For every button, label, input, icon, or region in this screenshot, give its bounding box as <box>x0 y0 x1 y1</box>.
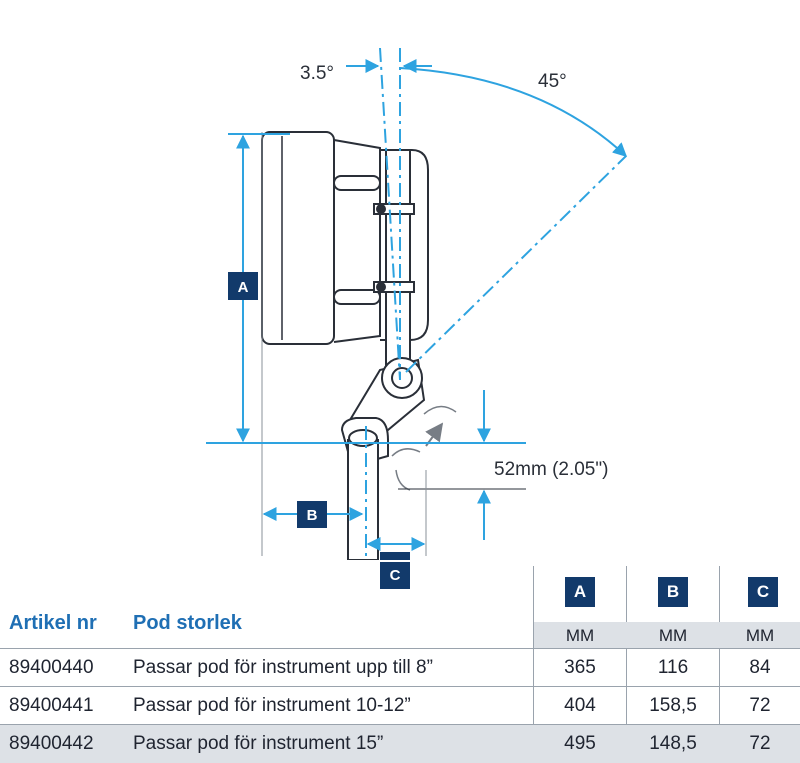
unit-band <box>534 622 800 648</box>
column-divider <box>719 566 720 761</box>
unit-cell-c: MM <box>745 626 775 645</box>
article-number: 89400442 <box>9 733 94 754</box>
article-number: 89400440 <box>9 657 94 678</box>
column-header-description: Pod storlek <box>133 612 242 634</box>
dimension-c <box>365 426 427 556</box>
column-header-b: B <box>658 577 688 607</box>
pod-description: Passar pod för instrument 10-12” <box>133 695 411 716</box>
table-row: 89400440 Passar pod för instrument upp t… <box>0 649 800 687</box>
dimension-height-offset <box>398 390 526 540</box>
row-divider <box>0 686 800 687</box>
value-c: 72 <box>749 733 771 754</box>
table-row: 89400441 Passar pod för instrument 10-12… <box>0 687 800 725</box>
column-divider <box>626 566 627 761</box>
value-c: 84 <box>749 657 771 678</box>
spec-table: A B C Artikel nr Pod storlek MM MM MM 89… <box>0 560 800 763</box>
value-a: 495 <box>564 733 596 754</box>
dimension-c-letter: C <box>389 567 401 584</box>
article-number: 89400441 <box>9 695 94 716</box>
dimension-c-badge <box>380 552 410 560</box>
unit-cell-b: MM <box>658 626 688 645</box>
dimension-b-badge: B <box>297 501 327 528</box>
row-divider <box>0 724 800 725</box>
value-b: 158,5 <box>649 695 697 716</box>
pod-description: Passar pod för instrument upp till 8” <box>133 657 433 678</box>
value-b: 116 <box>657 657 689 678</box>
swivel-arm <box>340 357 457 560</box>
tilt-angle-label: 3.5° <box>300 63 334 84</box>
dimension-a-badge: A <box>228 272 258 300</box>
pod-description: Passar pod för instrument 15” <box>133 733 384 754</box>
height-offset-label: 52mm (2.05") <box>494 459 608 480</box>
mount-dimension-drawing: 3.5° 45° 52mm (2.05") A B <box>206 47 628 560</box>
value-a: 404 <box>564 695 596 716</box>
dimension-a-letter: A <box>238 279 249 296</box>
value-b: 148,5 <box>649 733 697 754</box>
column-header-c: C <box>748 577 778 607</box>
column-divider <box>533 566 534 761</box>
column-header-a: A <box>565 577 595 607</box>
table-row: 89400442 Passar pod för instrument 15” 4… <box>0 725 800 763</box>
value-c: 72 <box>749 695 771 716</box>
instrument-pod <box>261 131 381 556</box>
unit-cell-a: MM <box>565 626 595 645</box>
angle-lines <box>346 47 628 381</box>
swing-angle-label: 45° <box>538 71 567 92</box>
column-header-article: Artikel nr <box>9 612 97 634</box>
dimension-b-letter: B <box>307 507 318 524</box>
value-a: 365 <box>564 657 596 678</box>
dimension-c-badge-label: C <box>380 562 410 589</box>
row-divider <box>0 648 800 649</box>
